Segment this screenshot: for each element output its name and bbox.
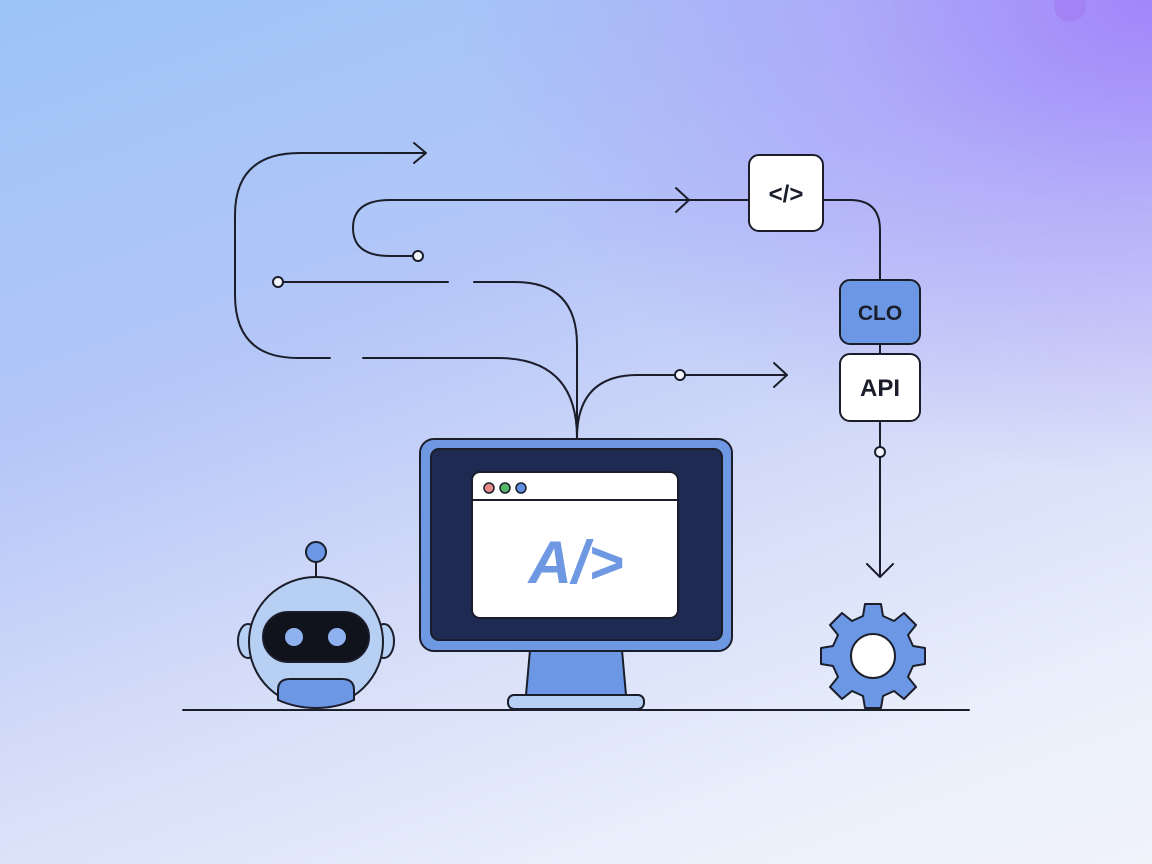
robot-visor [262,611,370,663]
code-node: </> [748,154,824,232]
robot-mouth [277,678,355,710]
screen-logo: A/> [526,529,623,596]
api-to-gear-arrowhead [866,563,894,578]
browser-dot-blue [515,482,527,494]
robot-right-eye [328,628,346,646]
code-icon: </> [769,181,804,208]
branch-right-endpoint [674,369,686,381]
robot-antenna-ball [305,541,327,563]
gear-hole [850,633,896,679]
robot-left-eye [285,628,303,646]
api-node-box [839,353,921,422]
monitor-icon: A/> [419,438,733,710]
clo-node-box [839,279,921,345]
inner-loop-path [352,199,689,257]
endpoint-dots [272,250,886,458]
robot-icon [237,541,395,710]
browser-dot-red [483,482,495,494]
clo-node-label: CLO [858,302,902,325]
outer-loop-path [234,152,426,359]
left-line-endpoint [272,276,284,288]
branch-right-path [576,374,675,439]
code-node-box [748,154,824,232]
monitor-stand-neck [524,649,628,696]
api-down-endpoint [874,446,886,458]
gear-icon [820,603,926,709]
corner-glow [1054,0,1086,22]
browser-dot-green [499,482,511,494]
monitor-stand-base [507,694,645,710]
inner-loop-endpoint [412,250,424,262]
api-node: API [839,353,921,422]
branch-right-arrowhead [773,362,788,388]
clo-node: CLO [839,279,921,345]
outer-loop-arrowhead [413,142,427,164]
code-to-clo-path [822,199,881,281]
bottom-feed-line [362,357,578,439]
api-node-label: API [860,375,900,402]
browser-window [471,471,679,619]
left-dot-line-b [473,281,578,439]
